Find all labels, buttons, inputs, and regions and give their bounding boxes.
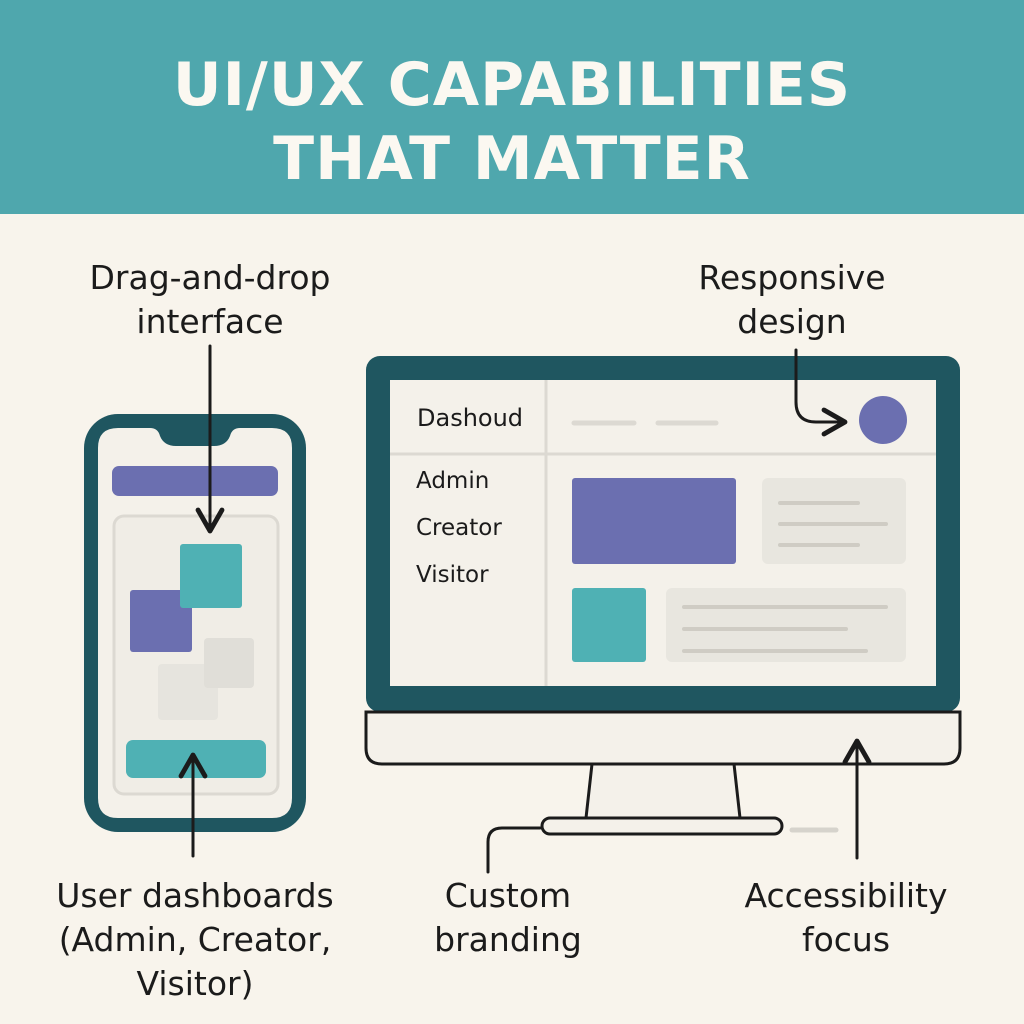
- phone-block-gray-1: [158, 664, 218, 720]
- phone-header-bar: [112, 466, 278, 496]
- header-banner: [0, 0, 1024, 214]
- callout-arrows: [178, 344, 872, 874]
- label-dashboards-line1: User dashboards: [56, 876, 334, 915]
- label-responsive: Responsive design: [672, 256, 912, 344]
- label-branding-line1: Custom: [444, 876, 572, 915]
- label-accessibility-line1: Accessibility: [744, 876, 948, 915]
- label-drag-drop: Drag-and-drop interface: [60, 256, 360, 344]
- monitor-illustration: [364, 356, 962, 836]
- user-avatar: [859, 396, 907, 444]
- content-card-text-1: [762, 478, 906, 564]
- page-title: UI/UX CAPABILITIES THAT MATTER: [0, 48, 1024, 196]
- label-branding-line2: branding: [434, 920, 582, 959]
- label-dashboards-line3: Visitor): [136, 964, 254, 1003]
- page-title-line2: THAT MATTER: [273, 124, 751, 194]
- dashboard-sidebar-title: Dashoud: [417, 404, 524, 432]
- label-drag-drop-line2: interface: [136, 302, 284, 341]
- phone-action-button: [126, 740, 266, 778]
- phone-block-gray-2: [204, 638, 254, 688]
- sidebar-item-visitor: Visitor: [416, 562, 489, 588]
- sidebar-item-creator: Creator: [416, 515, 502, 541]
- phone-block-purple: [130, 590, 192, 652]
- content-card-purple: [572, 478, 736, 564]
- phone-illustration: [84, 414, 306, 832]
- sidebar-item-admin: Admin: [416, 468, 490, 494]
- phone-block-teal: [180, 544, 242, 608]
- label-responsive-line1: Responsive: [698, 258, 886, 297]
- label-dashboards: User dashboards (Admin, Creator, Visitor…: [30, 874, 360, 1006]
- content-card-teal: [572, 588, 646, 662]
- label-responsive-line2: design: [737, 302, 847, 341]
- monitor-chin: [364, 710, 962, 766]
- label-accessibility: Accessibility focus: [716, 874, 976, 962]
- monitor-base: [540, 816, 784, 836]
- arrow-responsive: [794, 348, 848, 437]
- page-title-line1: UI/UX CAPABILITIES: [172, 50, 852, 120]
- label-accessibility-line2: focus: [801, 920, 891, 959]
- label-drag-drop-line1: Drag-and-drop: [89, 258, 331, 297]
- label-dashboards-line2: (Admin, Creator,: [58, 920, 332, 959]
- label-branding: Custom branding: [398, 874, 618, 962]
- connector-branding: [486, 826, 542, 874]
- monitor-neck: [584, 762, 742, 820]
